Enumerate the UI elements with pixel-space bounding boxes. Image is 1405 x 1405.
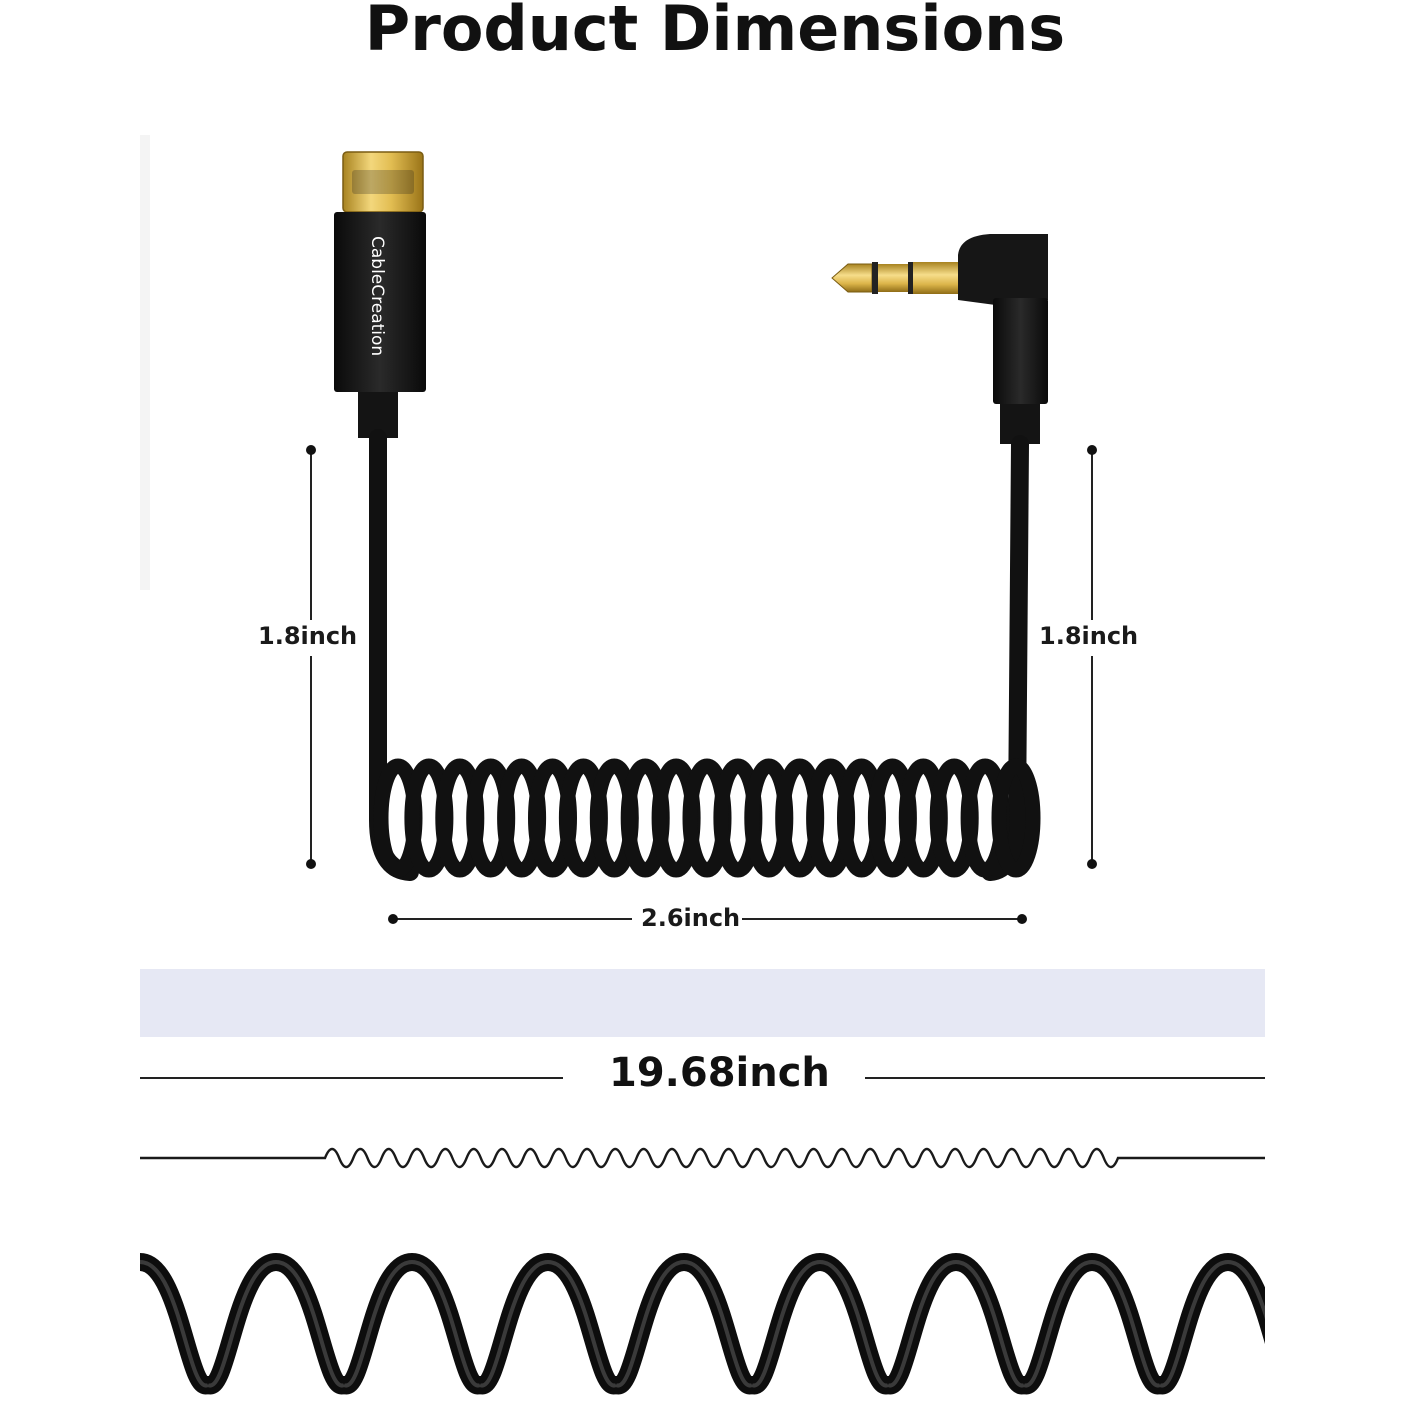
brand-logo-text: CableCreation xyxy=(367,236,387,356)
separator-band xyxy=(140,969,1265,1037)
right-height-dimension-line xyxy=(1036,445,1136,869)
aux-jack-connector xyxy=(831,234,1048,444)
left-height-dimension-line xyxy=(255,445,355,869)
coiled-cable-section xyxy=(373,758,1041,878)
coil-highlight xyxy=(140,1259,1265,1388)
usb-c-connector: CableCreation xyxy=(334,151,426,438)
coil-strand xyxy=(140,1252,1265,1395)
coil-loop xyxy=(991,758,1041,878)
coil-width-label: 2.6inch xyxy=(641,904,741,932)
right-height-label: 1.8inch xyxy=(1039,622,1139,650)
edge-shadow xyxy=(140,135,150,590)
coil-width-dimension-line xyxy=(388,902,1027,938)
left-height-label: 1.8inch xyxy=(258,622,358,650)
stretched-cable-wave xyxy=(140,1147,1265,1169)
page-title: Product Dimensions xyxy=(364,0,1066,65)
stretched-coil-closeup xyxy=(140,1252,1265,1395)
stretched-length-label: 19.68inch xyxy=(609,1050,830,1096)
